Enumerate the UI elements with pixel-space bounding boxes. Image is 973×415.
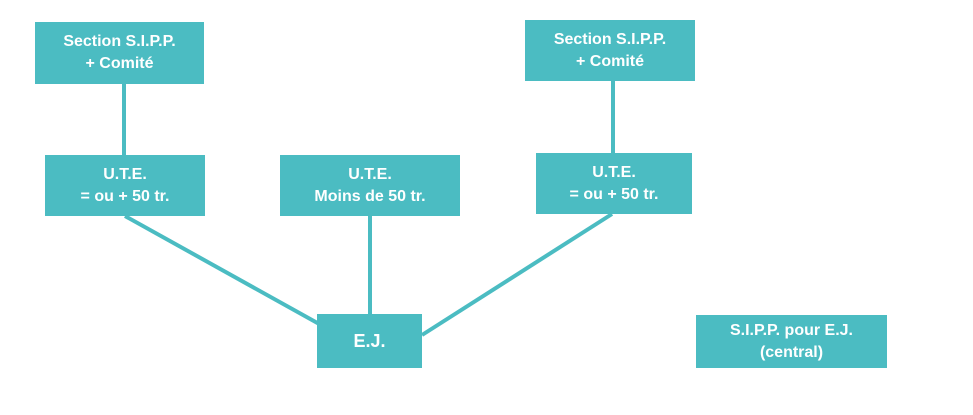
node-ute-left-line1: U.T.E. xyxy=(103,165,147,183)
node-ute-right: U.T.E. = ou + 50 tr. xyxy=(536,153,692,214)
node-sipp-left-line2: + Comité xyxy=(85,55,154,72)
connector-ute-left-to-ej xyxy=(124,214,331,332)
node-sipp-right-line2: + Comité xyxy=(575,52,644,70)
node-sipp-left-line1: Section S.I.P.P. xyxy=(63,33,176,50)
node-ute-left: U.T.E. = ou + 50 tr. xyxy=(45,155,205,216)
node-sipp-ej-line2: (central) xyxy=(759,343,824,361)
node-sipp-section-right: Section S.I.P.P. + Comité xyxy=(525,20,695,81)
node-ej: E.J. xyxy=(317,314,422,368)
node-sipp-section-left: Section S.I.P.P. + Comité xyxy=(35,22,204,84)
node-ute-left-line2: = ou + 50 tr. xyxy=(80,187,170,205)
node-ute-right-line2: = ou + 50 tr. xyxy=(569,185,659,203)
node-sipp-right-line1: Section S.I.P.P. xyxy=(553,30,667,48)
node-ute-right-line1: U.T.E. xyxy=(592,163,636,181)
connector-ute-right-to-ej xyxy=(420,212,614,337)
node-sipp-ej-line1: S.I.P.P. pour E.J. xyxy=(729,321,853,339)
node-ej-label: E.J. xyxy=(353,331,386,351)
node-sipp-for-ej-central: S.I.P.P. pour E.J. (central) xyxy=(696,315,887,368)
node-ute-mid-line1: U.T.E. xyxy=(348,165,392,183)
node-ute-mid-line2: Moins de 50 tr. xyxy=(314,187,426,205)
node-ute-middle: U.T.E. Moins de 50 tr. xyxy=(280,155,460,216)
